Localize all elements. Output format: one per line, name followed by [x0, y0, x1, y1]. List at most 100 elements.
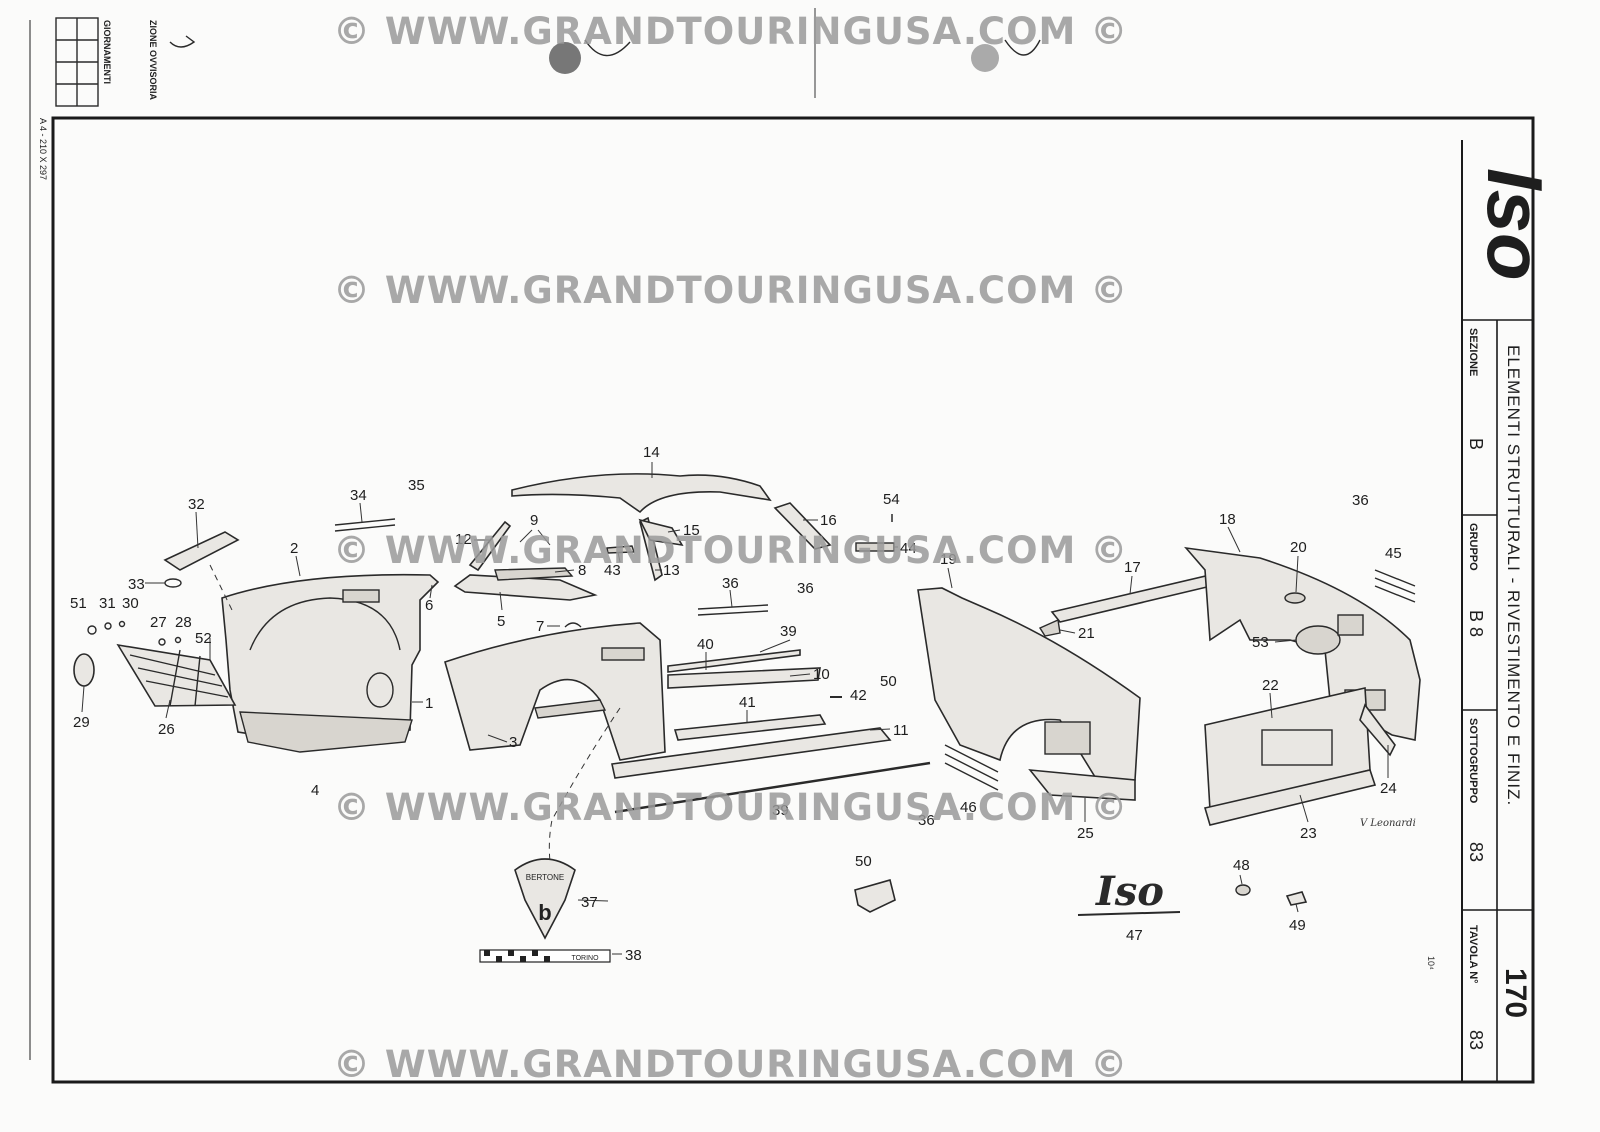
- torino-strip: TORINO: [479, 949, 611, 963]
- cowl-panel: [453, 574, 598, 601]
- callout-40: 40: [697, 636, 714, 653]
- callout-16: 16: [820, 512, 837, 529]
- callout-39b: 39: [772, 802, 789, 819]
- fuel-cap-20: [1284, 592, 1306, 604]
- front-fender: [444, 622, 666, 761]
- callout-54: 54: [883, 491, 900, 508]
- callout-34: 34: [350, 487, 367, 504]
- callout-19: 19: [940, 551, 957, 568]
- watermarks: © WWW.GRANDTOURINGUSA.COM © © WWW.GRANDT…: [333, 10, 1128, 1086]
- hinge-21: [1038, 618, 1061, 637]
- callout-6: 6: [425, 597, 433, 614]
- leader-lines: [81, 462, 1389, 955]
- headlamp-ring: [73, 653, 95, 687]
- callout-39a: 39: [780, 623, 797, 640]
- sheet-code: 10⁴: [1426, 956, 1436, 970]
- brand-logo: Iso: [1471, 168, 1559, 281]
- clip-49: [1285, 891, 1308, 906]
- callout-32: 32: [188, 496, 205, 513]
- air-intake-grille: [494, 567, 574, 581]
- vent-gills-35: [697, 604, 769, 616]
- callout-29: 29: [73, 714, 90, 731]
- callout-50a: 50: [880, 673, 897, 690]
- callout-35: 36: [722, 575, 739, 592]
- page-number: 170: [1499, 968, 1532, 1018]
- paper-size-label: A 4 - 210 X 297: [38, 118, 48, 180]
- callout-41: 41: [739, 694, 756, 711]
- callout-11: 11: [893, 722, 909, 739]
- watermark-2: © WWW.GRANDTOURINGUSA.COM ©: [333, 269, 1128, 312]
- callout-22: 22: [1262, 677, 1279, 694]
- callout-49: 49: [1289, 917, 1306, 934]
- callout-46: 46: [960, 799, 977, 816]
- iso-script-text: Iso: [1095, 868, 1164, 915]
- callout-42: 42: [850, 687, 867, 704]
- corrections-header: GIORNAMENTI: [102, 20, 112, 84]
- lower-moulding: [614, 761, 931, 814]
- front-nose-assembly: [221, 573, 440, 753]
- sezione-value: B: [1466, 438, 1486, 450]
- callout-9: 9: [530, 512, 538, 529]
- callout-1: 1: [425, 695, 433, 712]
- bracket-50: [854, 879, 896, 913]
- callout-53: 53: [1252, 634, 1269, 651]
- rear-pillar-trim: [773, 502, 832, 550]
- callout-2: 2: [290, 540, 298, 557]
- drawing-frame: [51, 116, 1535, 1084]
- callout-52: 52: [195, 630, 212, 647]
- callout-36d: 36: [918, 812, 935, 829]
- callout-4: 4: [311, 782, 319, 799]
- watermark-4: © WWW.GRANDTOURINGUSA.COM ©: [333, 786, 1128, 829]
- callout-8: 8: [578, 562, 586, 579]
- tavola-value: 83: [1466, 1030, 1486, 1050]
- callout-25: 25: [1077, 825, 1094, 842]
- bertone-badge-text: BERTONE: [526, 873, 564, 882]
- corrections-grid: [55, 17, 99, 107]
- edition-label: ZIONE OVVISORIA: [148, 20, 158, 101]
- bumper-end-24: [1359, 703, 1396, 757]
- callout-51: 51: [70, 595, 87, 612]
- callout-10: 10: [813, 666, 830, 683]
- watermark-5: © WWW.GRANDTOURINGUSA.COM ©: [333, 1043, 1128, 1086]
- callout-12: 12: [455, 531, 472, 548]
- vent-gills-45: [1374, 569, 1416, 603]
- rear-quarter-panel: [917, 587, 1141, 801]
- gruppo-label: GRUPPO: [1467, 523, 1479, 571]
- torino-strip-text: TORINO: [571, 955, 599, 962]
- callout-15: 15: [683, 522, 700, 539]
- a-pillar-trim: [468, 520, 512, 572]
- clip-48: [1235, 884, 1251, 896]
- callout-14: 14: [643, 444, 660, 461]
- callout-17: 17: [1124, 559, 1141, 576]
- title-block: [1461, 140, 1533, 1082]
- callout-36a: 35: [408, 477, 425, 494]
- grille: [116, 643, 237, 707]
- callout-20: 20: [1290, 539, 1307, 556]
- vent-gills-46: [944, 744, 999, 791]
- callout-3: 3: [509, 734, 517, 751]
- bertone-badge: BERTONE b: [514, 858, 576, 940]
- callout-31: 31: [99, 595, 116, 612]
- a-pillar-trim-right: [639, 516, 663, 582]
- callout-44: 44: [900, 540, 917, 557]
- watermark-3: © WWW.GRANDTOURINGUSA.COM ©: [333, 529, 1128, 572]
- callout-26: 26: [158, 721, 175, 738]
- license-plate-bracket: [163, 531, 240, 571]
- windscreen-corner-trim: [638, 518, 684, 547]
- clip-7: [564, 622, 582, 628]
- gruppo-value: B 8: [1466, 610, 1486, 637]
- sill-trim-middle: [673, 714, 827, 741]
- callout-5: 5: [497, 613, 505, 630]
- callout-21: 21: [1078, 625, 1095, 642]
- sottogruppo-value: 83: [1466, 842, 1486, 862]
- callout-numbers: 1 2 3 4 5 6 7 8 9 10 11 12 13 14 15 16 1…: [70, 444, 1402, 964]
- callout-47: 47: [1126, 927, 1143, 944]
- callout-28: 28: [175, 614, 192, 631]
- rear-deck-strip: [1050, 574, 1231, 623]
- callout-36b: 36: [797, 580, 814, 597]
- callout-23: 23: [1300, 825, 1317, 842]
- callout-7: 7: [536, 618, 544, 635]
- callout-13: 13: [663, 562, 680, 579]
